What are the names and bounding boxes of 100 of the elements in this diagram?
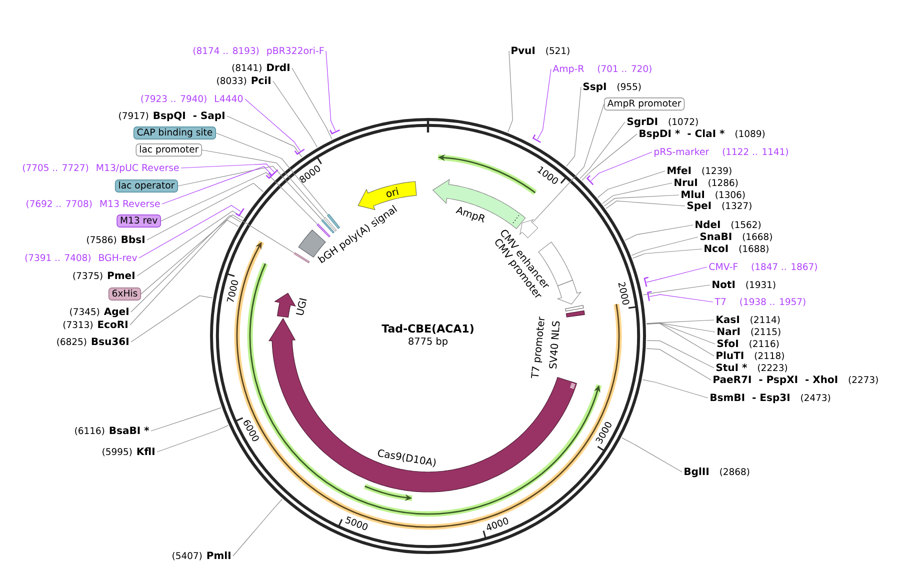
leader-line (622, 438, 682, 472)
leader-line (646, 320, 714, 324)
primer-label: (7705 .. 7727) M13/pUC Reverse (22, 164, 179, 173)
tick-label: 5000 (345, 516, 368, 530)
site-label: BsmBI - Esp3I (2473) (710, 394, 830, 404)
feature-band: UGI (274, 292, 307, 318)
feature-tag: AmpR promoter (604, 98, 685, 110)
feature-mark (321, 219, 334, 234)
feature-mark (520, 219, 538, 238)
feature-mark (316, 224, 330, 238)
site-label: SnaBI (1668) (700, 232, 772, 242)
leader-line (202, 150, 324, 218)
tick-label: 4000 (486, 518, 508, 530)
node-label: T7 promoter (530, 316, 544, 378)
site-label: NdeI (1562) (696, 220, 761, 230)
leader-line (642, 284, 710, 296)
site-label: BglII (2868) (684, 467, 750, 478)
primer-label: (7391 .. 7408) BGH-rev (25, 254, 138, 262)
site-label: SspI (955) (583, 82, 641, 92)
primer-label: pRS-marker (1122 .. 1141) (654, 148, 788, 157)
site-label: (7586) BbsI (87, 235, 144, 244)
site-label: (5995) KflI (102, 447, 154, 456)
primer-label: T7 (1938 .. 1957) (714, 298, 806, 306)
leader-line (646, 348, 712, 380)
site-label: PvuI (521) (512, 46, 570, 56)
leader-line (178, 166, 322, 220)
leader-line (646, 266, 708, 283)
site-label: (5407) PmlI (172, 551, 230, 560)
tick-label: 2000 (618, 282, 630, 305)
leader-line (649, 294, 714, 302)
leader-line (216, 132, 328, 215)
leader-line (646, 323, 714, 356)
site-label: (8141) DrdI (232, 63, 290, 72)
site-label: SpeI (1327) (687, 202, 752, 212)
feature-tag: 6xHis (108, 288, 141, 300)
leader-line (156, 425, 228, 452)
leader-line (150, 407, 222, 432)
leader-line (130, 220, 239, 326)
site-label: (8033) PciI (217, 76, 270, 86)
tick-label: 7000 (226, 280, 238, 302)
site-label: NarI (2115) (718, 328, 780, 336)
site-label: (6116) BsaBI * (75, 426, 150, 436)
feature-mark (327, 214, 340, 229)
site-label: MfeI (1239) (668, 166, 732, 176)
site-label: MluI (1306) (682, 190, 745, 200)
site-label: NotI (1931) (712, 280, 776, 290)
site-label: NcoI (1688) (704, 244, 768, 254)
primer-label: CMV-F (1847 .. 1867) (709, 263, 817, 272)
leader-line (226, 116, 302, 158)
primer-label: (8174 .. 8193) pBR322ori-F (194, 46, 324, 56)
feature-mark (294, 252, 310, 264)
leader-line (160, 172, 318, 224)
leader-line (146, 182, 264, 240)
site-label: (7345) AgeI (70, 308, 128, 318)
leader-line (606, 200, 686, 209)
leader-line (580, 122, 626, 179)
feature-tag: CAP binding site (133, 126, 216, 140)
leader-line (537, 68, 552, 140)
site-label: (6825) Bsu36I (57, 338, 128, 346)
site-label: SgrDI (1072) (627, 118, 698, 128)
site-label: NruI (1286) (674, 178, 738, 188)
site-label: StuI * (2223) (716, 364, 788, 372)
site-label: PaeR7I - PspXI - XhoI (2273) (714, 375, 878, 386)
feature-mark (324, 217, 337, 232)
leader-line (624, 224, 694, 241)
leader-line (232, 498, 282, 556)
plasmid-size: 8775 bp (408, 337, 448, 347)
site-label: PluTI (2118) (716, 351, 784, 360)
primer-label: (7923 .. 7940) L4440 (141, 95, 243, 104)
leader-line (140, 214, 294, 294)
leader-line (532, 104, 604, 222)
leader-line (180, 164, 274, 172)
leader-line (130, 295, 213, 342)
plasmid-name: Tad-CBE(ACA1) (382, 324, 474, 334)
site-label: KasI (2114) (716, 316, 780, 324)
leader-line (582, 134, 638, 181)
primer-label: (7692 .. 7708) M13 Reverse (26, 200, 160, 208)
leader-line (326, 50, 336, 132)
leader-line (604, 194, 680, 206)
leader-line (272, 80, 318, 148)
leader-line (646, 340, 714, 368)
node-label: UGI (296, 298, 307, 316)
site-label: (7917) BspQI - SapI (119, 112, 224, 122)
leader-line (597, 170, 666, 198)
leader-line (130, 215, 242, 312)
feature-tag: M13 rev (116, 214, 161, 228)
leader-line (244, 98, 301, 152)
leader-line (292, 68, 332, 140)
site-label: (7313) EcoRI (63, 320, 128, 330)
leader-line (136, 210, 244, 276)
feature-tag: lac promoter (136, 144, 202, 156)
leader-line (508, 50, 513, 132)
leader-line (566, 86, 582, 167)
leader-line (631, 236, 698, 256)
leader-line (590, 152, 652, 182)
leader-line (138, 205, 241, 258)
primer-label: Amp-R (701 .. 720) (552, 65, 652, 74)
leader-line (642, 379, 708, 398)
site-label: BspDI * - ClaI * (1089) (640, 129, 765, 140)
tick-label: 6000 (244, 420, 259, 442)
